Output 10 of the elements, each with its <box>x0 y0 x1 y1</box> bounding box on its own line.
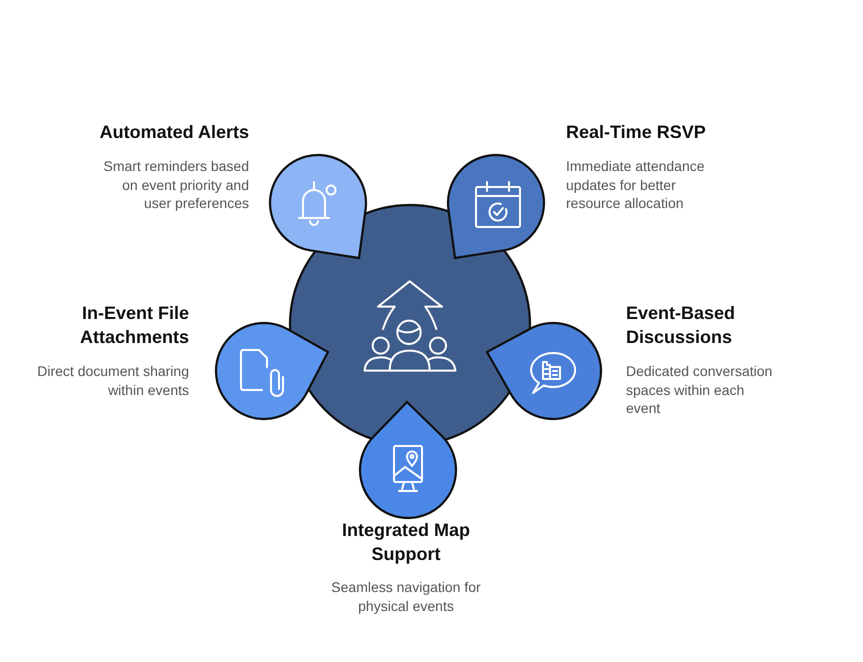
feature-title: Event-Based Discussions <box>626 302 736 349</box>
feature-description: Seamless navigation for physical events <box>330 578 482 615</box>
feature-description: Immediate attendance updates for better resource allocation <box>566 157 706 212</box>
feature-title: Real-Time RSVP <box>566 121 707 144</box>
feature-title: Automated Alerts <box>98 121 249 144</box>
feature-title: In-Event File Attachments <box>78 302 189 349</box>
feature-description: Smart reminders based on event priority and user preferences <box>102 157 249 212</box>
feature-title: Integrated Map Support <box>340 519 471 566</box>
feature-description: Direct document sharing within events <box>36 362 189 399</box>
feature-description: Dedicated conversation spaces within each event <box>626 362 774 418</box>
